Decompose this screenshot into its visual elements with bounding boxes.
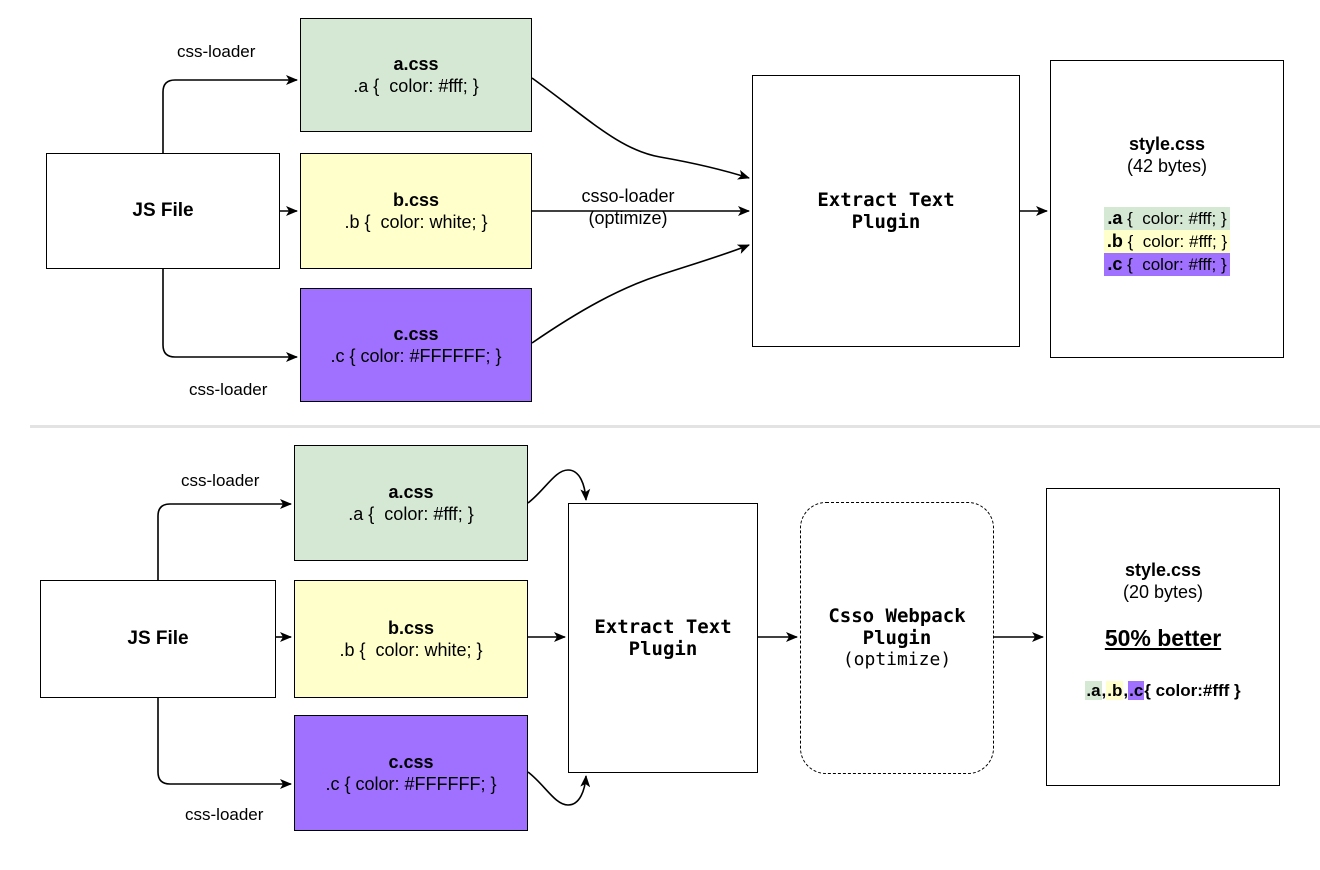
css-loader-label-bottom-c: css-loader: [185, 805, 264, 825]
arrow-a-to-extract-bottom: [527, 469, 591, 504]
csso-loader-label: csso-loader (optimize): [560, 185, 696, 229]
a-css-rule-bottom: .a { color: #fff; }: [348, 504, 474, 524]
b-css-name: b.css: [392, 190, 440, 210]
b-css-rule: .b { color: white; }: [344, 212, 488, 232]
csso-plugin-line1: Csso Webpack: [828, 605, 966, 627]
output-line-c: .c { color: #fff; }: [1104, 253, 1230, 276]
extract-text-plugin-box-bottom: Extract Text Plugin: [568, 503, 758, 773]
a-css-rule: .a { color: #fff; }: [353, 76, 479, 96]
extract-text-plugin-line2: Plugin: [851, 211, 921, 233]
arrow-js-to-c-top: [162, 269, 298, 362]
csso-webpack-plugin-box: Csso Webpack Plugin (optimize): [800, 502, 994, 774]
js-file-label-bottom: JS File: [127, 628, 189, 649]
output-line-b: .b { color: #fff; }: [1103, 230, 1231, 253]
css-loader-label-bottom-a: css-loader: [181, 471, 260, 491]
js-file-box-top: JS File: [46, 153, 280, 269]
js-file-label: JS File: [132, 200, 194, 221]
better-headline: 50% better: [1104, 625, 1222, 651]
b-css-box-bottom: b.css .b { color: white; }: [294, 580, 528, 698]
c-css-name-bottom: c.css: [388, 752, 434, 772]
output-title-bottom: style.css: [1124, 560, 1202, 580]
arrow-js-to-a-top: [162, 75, 298, 153]
extract-text-plugin-box-top: Extract Text Plugin: [752, 75, 1020, 347]
c-css-rule-bottom: .c { color: #FFFFFF; }: [325, 774, 497, 794]
output-line-a: .a { color: #fff; }: [1104, 207, 1230, 230]
section-divider: [30, 425, 1320, 428]
c-css-rule: .c { color: #FFFFFF; }: [330, 346, 502, 366]
a-css-name-bottom: a.css: [388, 482, 434, 502]
c-css-name: c.css: [393, 324, 439, 344]
b-css-name-bottom: b.css: [387, 618, 435, 638]
csso-plugin-line2: Plugin: [862, 627, 932, 649]
arrow-c-to-extract-top: [531, 244, 750, 344]
extract-text-plugin-line1: Extract Text: [817, 189, 955, 211]
css-loader-label-top-a: css-loader: [177, 42, 256, 62]
arrow-c-to-extract-bottom: [527, 771, 591, 806]
a-css-box-top: a.css .a { color: #fff; }: [300, 18, 532, 132]
arrow-a-to-extract-top: [531, 77, 750, 180]
arrow-js-to-c-bottom: [157, 698, 292, 789]
a-css-box-bottom: a.css .a { color: #fff; }: [294, 445, 528, 561]
style-css-output-top: style.css (42 bytes) .a { color: #fff; }…: [1050, 60, 1284, 358]
css-loader-label-top-c: css-loader: [189, 380, 268, 400]
style-css-output-bottom: style.css (20 bytes) 50% better .a,.b,.c…: [1046, 488, 1280, 786]
c-css-box-top: c.css .c { color: #FFFFFF; }: [300, 288, 532, 402]
extract-text-plugin-line1-bottom: Extract Text: [594, 616, 732, 638]
js-file-box-bottom: JS File: [40, 580, 276, 698]
arrow-js-to-a-bottom: [157, 499, 292, 580]
c-css-box-bottom: c.css .c { color: #FFFFFF; }: [294, 715, 528, 831]
output-title: style.css: [1128, 134, 1206, 154]
a-css-name: a.css: [393, 54, 439, 74]
combined-rule: .a,.b,.c{ color:#fff }: [1085, 681, 1241, 700]
output-size: (42 bytes): [1126, 156, 1208, 176]
output-size-bottom: (20 bytes): [1122, 582, 1204, 602]
b-css-box-top: b.css .b { color: white; }: [300, 153, 532, 269]
extract-text-plugin-line2-bottom: Plugin: [628, 638, 698, 660]
csso-plugin-line3: (optimize): [842, 649, 952, 670]
b-css-rule-bottom: .b { color: white; }: [339, 640, 483, 660]
